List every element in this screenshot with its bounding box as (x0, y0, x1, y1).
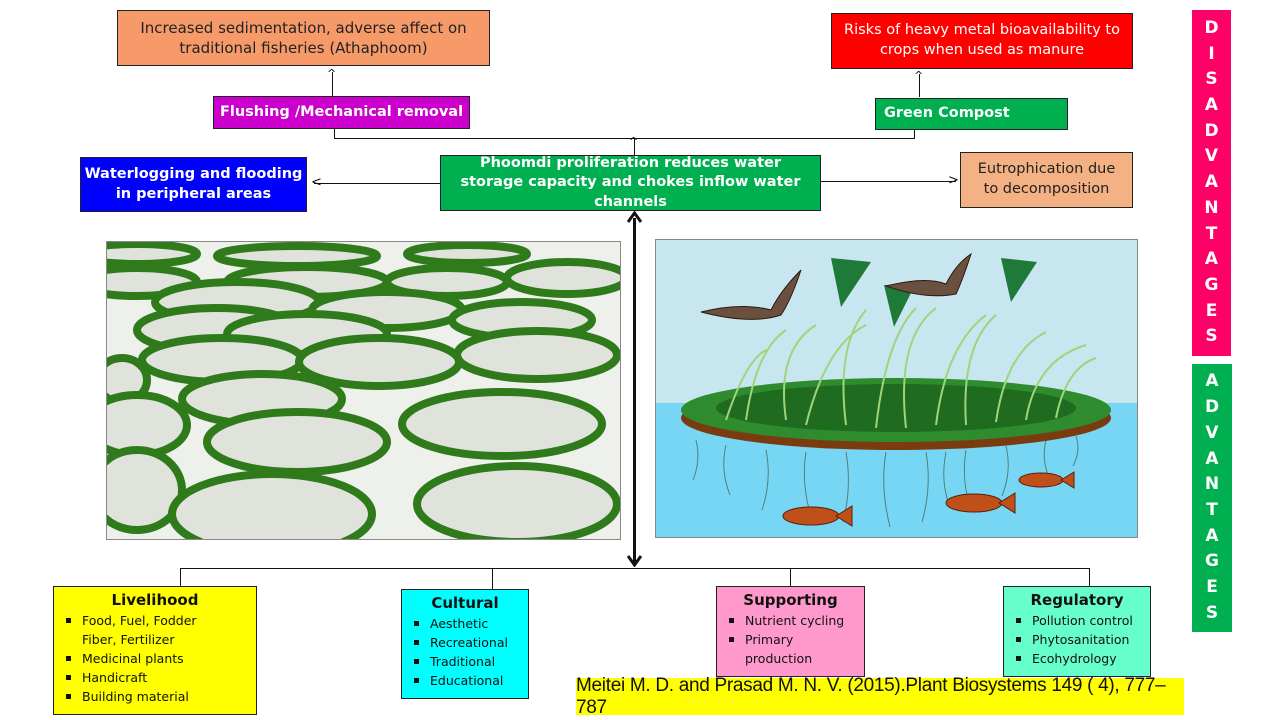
list-item: Recreational (410, 633, 520, 652)
disadvantages-label: D I S A D V A N T A G E S (1192, 10, 1231, 356)
cultural-title: Cultural (431, 594, 499, 612)
arrow-to-heavy-metal (919, 74, 920, 97)
letter: T (1206, 500, 1218, 520)
arrowhead-up-icon (627, 211, 642, 223)
list-item: Traditional (410, 652, 520, 671)
letter: S (1205, 69, 1218, 90)
central-phoomdi-text: Phoomdi proliferation reduces water stor… (460, 154, 801, 210)
list-item: Food, Fuel, Fodder (62, 611, 248, 630)
regulatory-box: Regulatory Pollution control Phytosanita… (1003, 586, 1151, 677)
livelihood-list: Food, Fuel, Fodder Fiber, Fertilizer Med… (62, 611, 248, 706)
waterlogging-box: Waterlogging and flooding in peripheral … (80, 157, 307, 212)
waterlogging-text: Waterlogging and flooding in peripheral … (84, 165, 303, 202)
letter: G (1204, 274, 1219, 295)
phoomdi-rings-image (107, 242, 620, 539)
arrowhead-up-icon: ^ (914, 69, 924, 82)
letter: E (1206, 577, 1218, 598)
arrowhead-right-icon: > (948, 173, 959, 188)
connector-compost-down (914, 130, 915, 138)
arrowhead-down-icon (627, 555, 642, 567)
letter: D (1204, 397, 1220, 418)
supporting-title: Supporting (743, 591, 838, 609)
list-item: Building material (62, 687, 248, 706)
connector-flushing-down (334, 129, 335, 138)
flushing-text: Flushing /Mechanical removal (219, 103, 464, 120)
birds-drawing (700, 252, 972, 320)
letter: D (1204, 120, 1219, 141)
letter: V (1204, 146, 1219, 167)
livelihood-box: Livelihood Food, Fuel, Fodder Fiber, Fer… (53, 586, 257, 715)
connector-regulatory (1089, 568, 1090, 586)
list-item: Aesthetic (410, 614, 520, 633)
green-compost-box: Green Compost (875, 98, 1068, 130)
letter: D (1204, 17, 1219, 38)
citation-text: Meitei M. D. and Prasad M. N. V. (2015).… (576, 674, 1166, 718)
letter: A (1204, 172, 1219, 193)
citation-banner: Meitei M. D. and Prasad M. N. V. (2015).… (576, 675, 1184, 718)
connector-cultural (492, 568, 493, 589)
floating-phoomdi-illustration (655, 239, 1138, 538)
list-item: Fiber, Fertilizer (82, 632, 175, 647)
supporting-box: Supporting Nutrient cycling Primary prod… (716, 586, 865, 677)
letter: N (1204, 474, 1220, 495)
connector-horizontal-top (334, 138, 915, 139)
arrowhead-left-icon: < (311, 175, 322, 190)
heavy-metal-box: Risks of heavy metal bioavailability to … (831, 13, 1133, 69)
letter: T (1205, 223, 1218, 244)
arrow-to-sedimentation (332, 72, 333, 96)
list-item: Phytosanitation (1012, 630, 1142, 649)
letter: E (1205, 300, 1218, 321)
eutrophication-text: Eutrophication due to decomposition (977, 161, 1116, 197)
letter: A (1204, 249, 1219, 270)
list-item: Medicinal plants (62, 649, 248, 668)
fish-drawing (782, 471, 1075, 527)
list-item: production (745, 651, 813, 666)
central-phoomdi-box: Phoomdi proliferation reduces water stor… (440, 155, 821, 211)
supporting-list: Nutrient cycling Primary production (725, 611, 856, 668)
cultural-box: Cultural Aesthetic Recreational Traditio… (401, 589, 529, 699)
letter: S (1205, 602, 1219, 623)
arrowhead-up-icon: ^ (629, 135, 639, 148)
list-item: Handicraft (62, 668, 248, 687)
regulatory-list: Pollution control Phytosanitation Ecohyd… (1012, 611, 1142, 668)
letter: A (1205, 371, 1219, 392)
letter: A (1204, 95, 1219, 116)
livelihood-title: Livelihood (111, 591, 199, 609)
connector-horizontal-bottom (180, 568, 1090, 569)
list-item: Primary (725, 630, 856, 649)
taro-leaves (831, 258, 1037, 327)
letter: G (1205, 551, 1219, 572)
arrowhead-up-icon: ^ (327, 67, 337, 80)
vertical-double-arrow (633, 218, 636, 562)
list-item: Ecohydrology (1012, 649, 1142, 668)
regulatory-title: Regulatory (1030, 591, 1124, 609)
letter: S (1205, 326, 1218, 347)
connector-livelihood (180, 568, 181, 586)
letter: V (1205, 422, 1219, 443)
heavy-metal-text: Risks of heavy metal bioavailability to … (844, 22, 1120, 58)
letter: A (1205, 525, 1219, 546)
advantages-label: A D V A N T A G E S (1192, 364, 1232, 632)
letter: A (1205, 448, 1219, 469)
aerial-phoomdi-photo (106, 241, 621, 540)
eutrophication-box: Eutrophication due to decomposition (960, 152, 1133, 208)
arrow-to-eutrophication (821, 181, 956, 182)
letter: N (1204, 197, 1219, 218)
arrow-to-waterlogging (314, 183, 440, 184)
letter: I (1208, 43, 1215, 64)
grass-drawing (725, 307, 1097, 429)
green-compost-text: Green Compost (884, 105, 1010, 122)
list-item: Pollution control (1012, 611, 1142, 630)
connector-supporting (790, 568, 791, 586)
list-item: Nutrient cycling (725, 611, 856, 630)
sedimentation-text: Increased sedimentation, adverse affect … (140, 18, 467, 57)
phoomdi-illustration-image (656, 240, 1137, 537)
list-item: Educational (410, 671, 520, 690)
sedimentation-box: Increased sedimentation, adverse affect … (117, 10, 490, 66)
connector-central-up (634, 139, 635, 155)
cultural-list: Aesthetic Recreational Traditional Educa… (410, 614, 520, 690)
flushing-box: Flushing /Mechanical removal (213, 96, 470, 129)
